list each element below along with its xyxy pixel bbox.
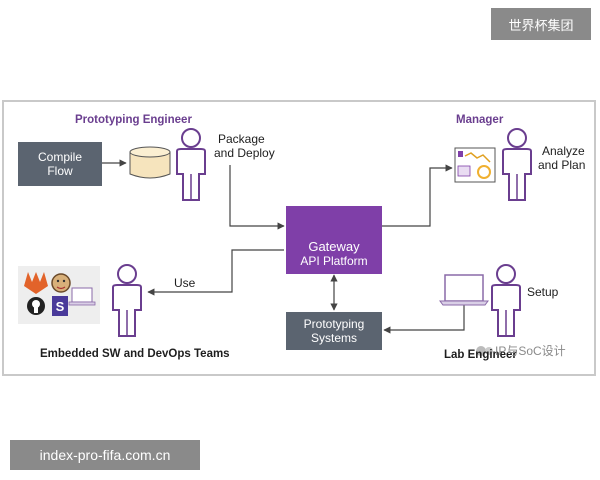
- database-icon: [129, 146, 171, 179]
- compile-flow-line2: Flow: [47, 164, 73, 178]
- action-package-line2: and Deploy: [214, 146, 275, 160]
- prototyping-engineer-icon: [176, 128, 206, 201]
- prototyping-systems-box: Prototyping Systems: [286, 312, 382, 350]
- devops-tools-panel: S: [18, 266, 100, 324]
- action-analyze-line2: and Plan: [538, 158, 586, 172]
- overlay-badge-icon: [476, 346, 493, 356]
- watermark-bottom: index-pro-fifa.com.cn: [10, 440, 200, 470]
- role-embedded-teams: Embedded SW and DevOps Teams: [40, 348, 230, 360]
- action-setup: Setup: [527, 285, 559, 299]
- jenkins-icon: [51, 273, 71, 293]
- slack-s-icon: S: [52, 296, 68, 316]
- action-package-deploy: Package and Deploy: [214, 132, 275, 160]
- role-prototyping-engineer: Prototyping Engineer: [75, 114, 192, 126]
- action-analyze-line1: Analyze: [542, 144, 585, 158]
- lab-engineer-icon: [491, 264, 521, 337]
- prototyping-systems-line1: Prototyping: [303, 317, 365, 331]
- analytics-screen-icon: [454, 147, 496, 183]
- gateway-box: Gateway API Platform: [286, 206, 382, 274]
- action-use: Use: [174, 276, 196, 290]
- prototyping-systems-line2: Systems: [310, 331, 357, 345]
- compile-flow-box: Compile Flow: [18, 142, 102, 186]
- watermark-top: 世界杯集团: [491, 8, 591, 40]
- overlay-text: IP与SoC设计: [495, 344, 566, 358]
- compile-flow-line1: Compile: [37, 150, 82, 164]
- gateway-line2: API Platform: [300, 254, 368, 268]
- role-lab-engineer: Lab Engineer: [444, 349, 517, 361]
- gateway-line1: Gateway: [308, 239, 360, 254]
- laptop-small-icon: [68, 287, 96, 306]
- gitlab-icon: [24, 272, 48, 294]
- svg-text:S: S: [56, 299, 65, 314]
- connector-lines: [102, 159, 465, 334]
- manager-icon: [502, 128, 532, 201]
- action-analyze-plan: Analyze and Plan: [538, 144, 585, 172]
- action-package-line1: Package: [218, 132, 265, 146]
- laptop-icon: [439, 274, 489, 306]
- role-manager: Manager: [456, 114, 504, 126]
- github-icon: [27, 297, 45, 315]
- embedded-team-icon: [112, 264, 142, 337]
